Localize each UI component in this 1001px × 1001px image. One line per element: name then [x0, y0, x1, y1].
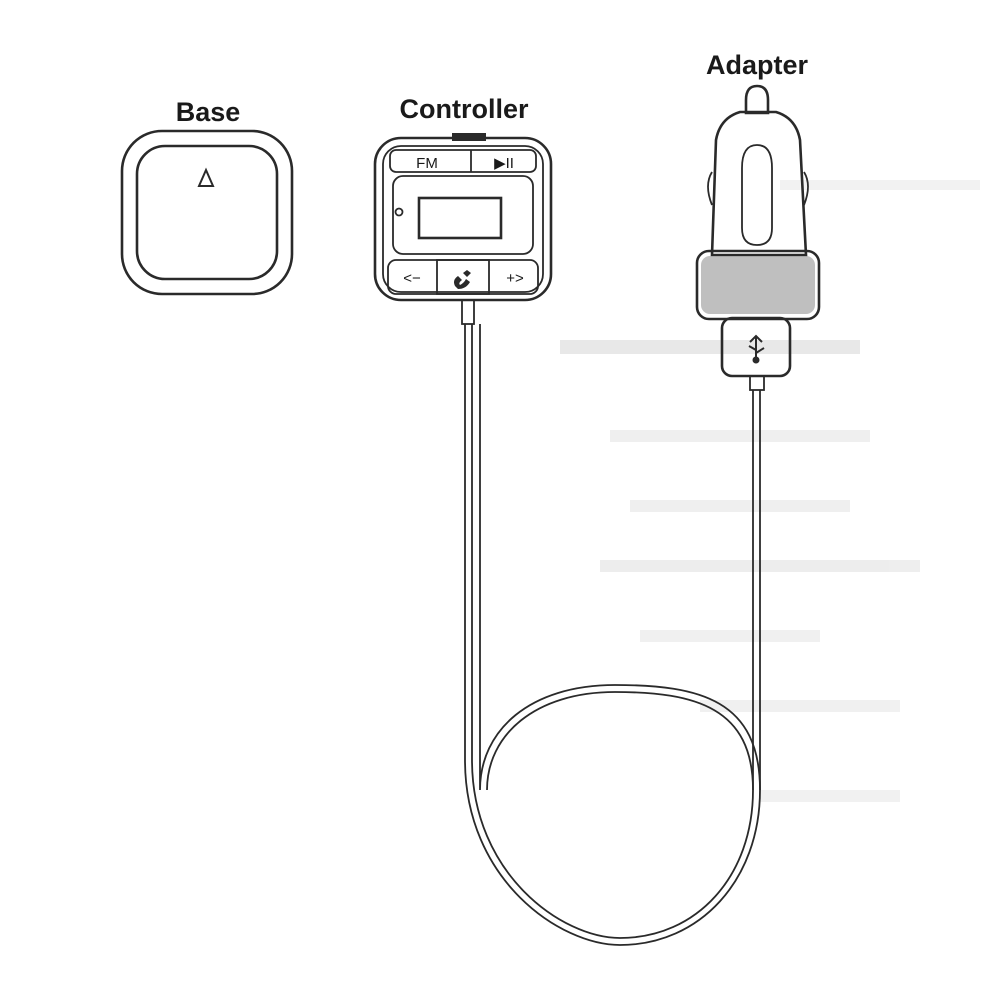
- phone-icon: [454, 270, 471, 289]
- prev-minus-button[interactable]: <−: [403, 270, 421, 287]
- base-device: [120, 129, 294, 296]
- controller-device: [373, 133, 553, 302]
- adapter-label: Adapter: [706, 50, 809, 80]
- car-adapter: [695, 84, 821, 391]
- cable: [461, 299, 761, 946]
- fm-button[interactable]: FM: [416, 155, 438, 172]
- controller-label: Controller: [399, 94, 528, 124]
- led-indicator-icon: [394, 207, 404, 217]
- base-label: Base: [176, 97, 241, 127]
- usb-icon: [748, 334, 765, 364]
- triangle-icon: [197, 167, 215, 187]
- play-pause-button[interactable]: ▶II: [494, 155, 514, 172]
- next-plus-button[interactable]: +>: [506, 270, 524, 287]
